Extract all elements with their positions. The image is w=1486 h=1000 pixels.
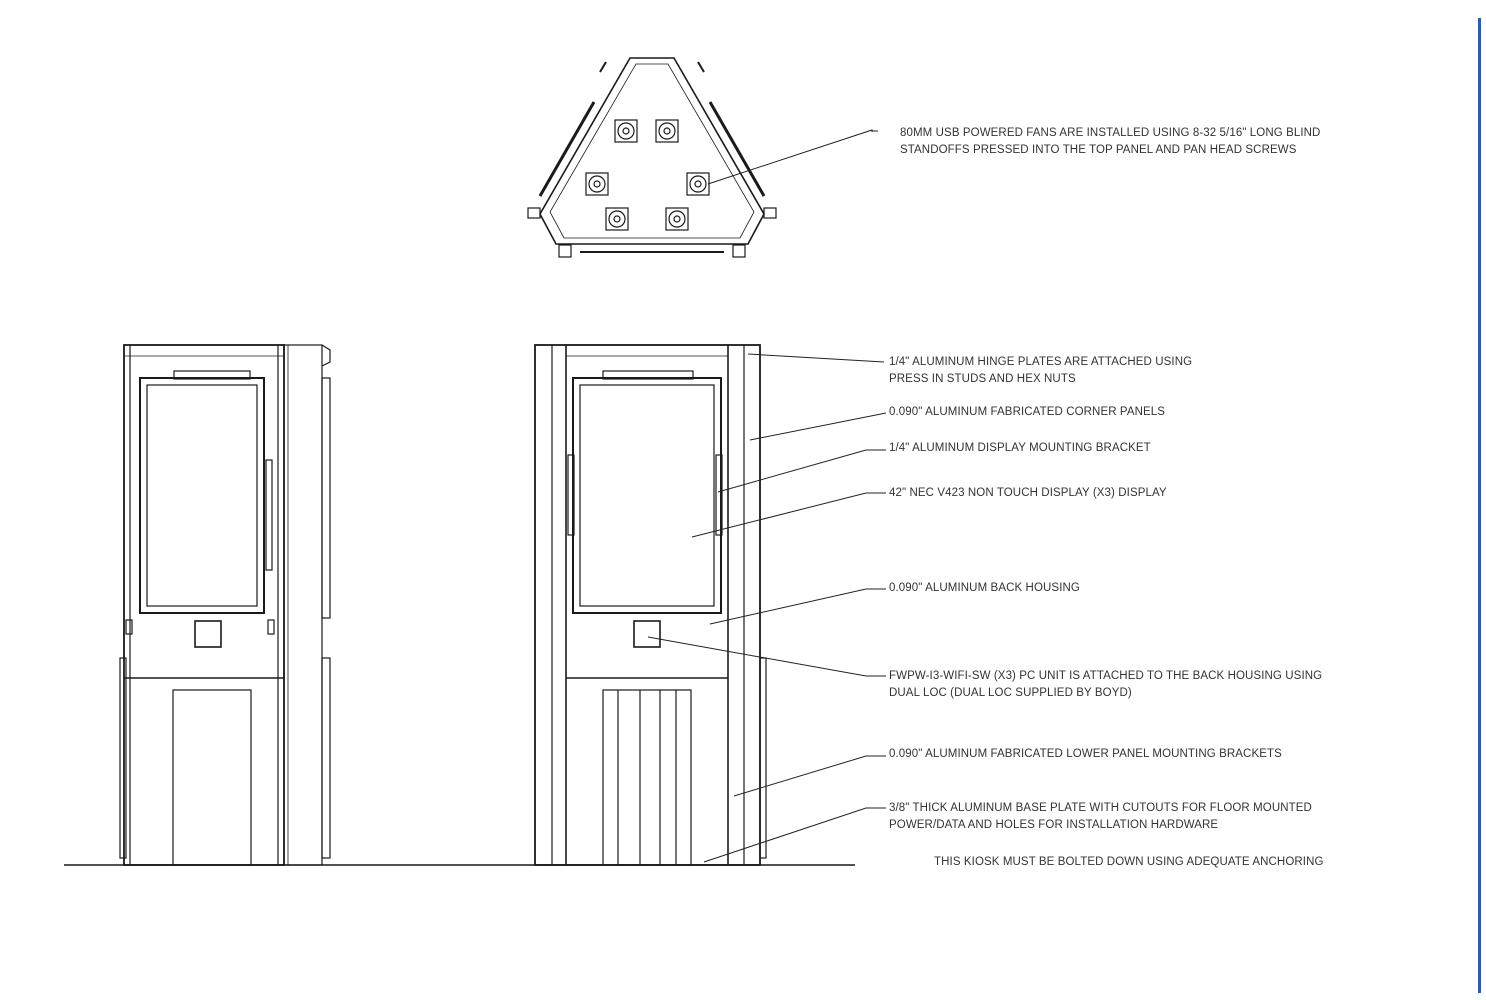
page-border-line xyxy=(1478,18,1481,993)
callout-display: 42" NEC V423 NON TOUCH DISPLAY (X3) DISP… xyxy=(889,485,1167,502)
fan-icon xyxy=(585,172,609,196)
callout-pc-line1: FWPW-I3-WIFI-SW (X3) PC UNIT IS ATTACHED… xyxy=(889,670,1323,682)
kiosk-elevation-left xyxy=(119,344,331,866)
callout-base: 3/8" THICK ALUMINUM BASE PLATE WITH CUTO… xyxy=(889,800,1312,834)
fan-icon xyxy=(655,119,679,143)
callout-anchor: THIS KIOSK MUST BE BOLTED DOWN USING ADE… xyxy=(934,854,1324,871)
callout-display-line1: 42" NEC V423 NON TOUCH DISPLAY (X3) DISP… xyxy=(889,487,1167,499)
callout-lower-line1: 0.090" ALUMINUM FABRICATED LOWER PANEL M… xyxy=(889,748,1282,760)
fan-icon xyxy=(605,207,629,231)
callout-fans-line2: STANDOFFS PRESSED INTO THE TOP PANEL AND… xyxy=(900,144,1297,156)
kiosk-top-view xyxy=(527,57,777,258)
callout-pc-line2: DUAL LOC (DUAL LOC SUPPLIED BY BOYD) xyxy=(889,687,1132,699)
callout-base-line1: 3/8" THICK ALUMINUM BASE PLATE WITH CUTO… xyxy=(889,802,1312,814)
callout-corner: 0.090" ALUMINUM FABRICATED CORNER PANELS xyxy=(889,404,1165,421)
callout-bracket-line1: 1/4" ALUMINUM DISPLAY MOUNTING BRACKET xyxy=(889,442,1151,454)
callout-base-line2: POWER/DATA AND HOLES FOR INSTALLATION HA… xyxy=(889,819,1219,831)
callout-corner-line1: 0.090" ALUMINUM FABRICATED CORNER PANELS xyxy=(889,406,1166,418)
callout-fans: 80MM USB POWERED FANS ARE INSTALLED USIN… xyxy=(900,125,1320,159)
callout-hinge-line1: 1/4" ALUMINUM HINGE PLATES ARE ATTACHED … xyxy=(889,356,1193,368)
callout-bracket: 1/4" ALUMINUM DISPLAY MOUNTING BRACKET xyxy=(889,440,1151,457)
fan-icon xyxy=(614,119,638,143)
fan-icon xyxy=(665,207,689,231)
callout-fans-line1: 80MM USB POWERED FANS ARE INSTALLED USIN… xyxy=(900,127,1321,139)
leader-lines xyxy=(647,129,887,863)
callout-lower: 0.090" ALUMINUM FABRICATED LOWER PANEL M… xyxy=(889,746,1282,763)
fan-icon xyxy=(686,172,710,196)
callout-housing-line1: 0.090" ALUMINUM BACK HOUSING xyxy=(889,582,1080,594)
callout-anchor-line1: THIS KIOSK MUST BE BOLTED DOWN USING ADE… xyxy=(934,856,1324,868)
kiosk-elevation-right xyxy=(534,344,767,866)
callout-pc: FWPW-I3-WIFI-SW (X3) PC UNIT IS ATTACHED… xyxy=(889,668,1322,702)
callout-housing: 0.090" ALUMINUM BACK HOUSING xyxy=(889,580,1080,597)
callout-hinge: 1/4" ALUMINUM HINGE PLATES ARE ATTACHED … xyxy=(889,354,1192,388)
callout-hinge-line2: PRESS IN STUDS AND HEX NUTS xyxy=(889,373,1076,385)
